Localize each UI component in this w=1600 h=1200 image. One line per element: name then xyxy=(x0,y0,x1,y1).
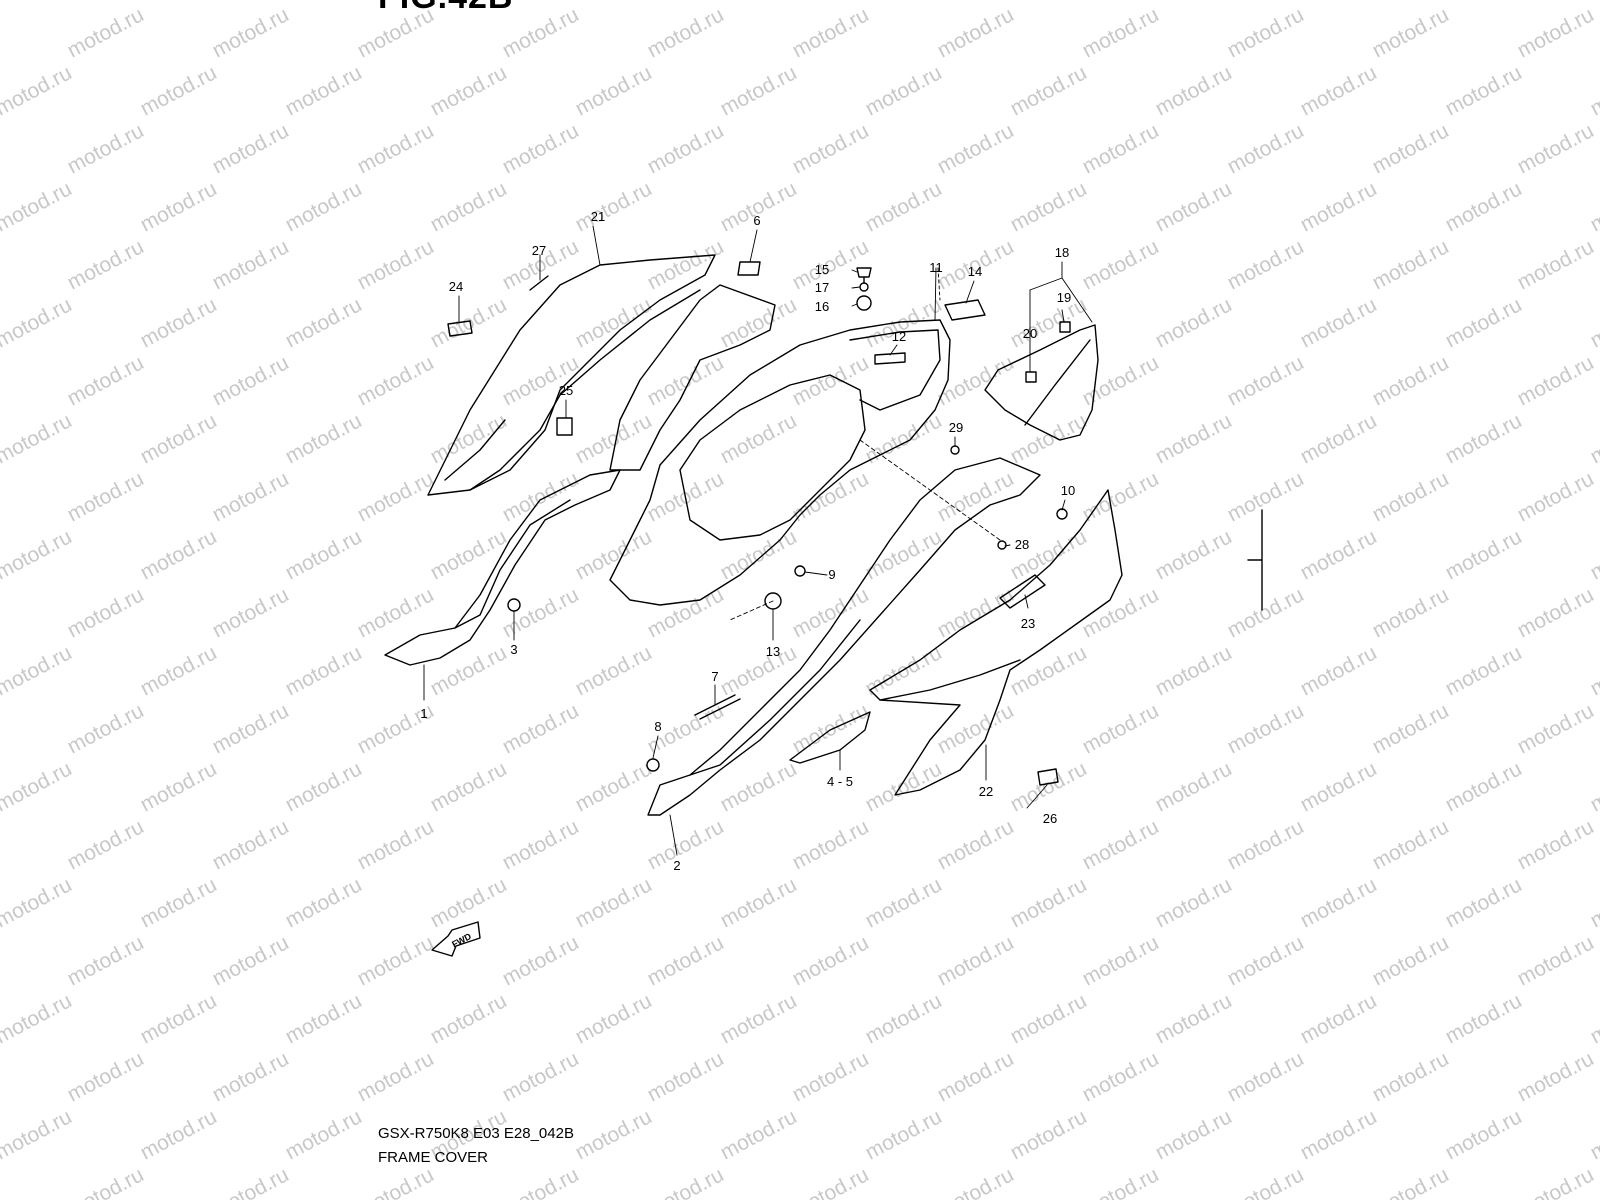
part-label-p20[interactable]: 20 xyxy=(1023,326,1037,341)
inner-bracket xyxy=(609,284,776,471)
part-label-p21[interactable]: 21 xyxy=(591,209,605,224)
part-label-p25[interactable]: 25 xyxy=(559,383,573,398)
fwd-arrow-icon xyxy=(431,921,481,957)
part-label-p6[interactable]: 6 xyxy=(753,213,760,228)
figure-code: GSX-R750K8 E03 E28_042B xyxy=(378,1125,574,1142)
part-10-nut[interactable] xyxy=(1056,508,1068,520)
figure-title: FIG.42B xyxy=(378,0,513,17)
part-16-cushion[interactable] xyxy=(856,295,872,311)
part-22-inner-curve xyxy=(879,659,1021,701)
part-29-screw[interactable] xyxy=(950,445,960,455)
leader-lines xyxy=(423,225,1093,856)
part-45-cushion-pad[interactable] xyxy=(789,711,871,764)
part-label-p8[interactable]: 8 xyxy=(654,719,661,734)
figure-name: FRAME COVER xyxy=(378,1149,489,1166)
part-11-seat-tail-cover[interactable] xyxy=(609,319,951,606)
part-1-left-lower-cover[interactable] xyxy=(384,469,621,666)
part-label-p19[interactable]: 19 xyxy=(1057,290,1071,305)
part-11-rear-hump xyxy=(849,329,941,411)
part-8-grommet[interactable] xyxy=(646,758,660,772)
part-label-p9[interactable]: 9 xyxy=(828,567,835,582)
part-label-p26[interactable]: 26 xyxy=(1043,811,1057,826)
part-label-p16[interactable]: 16 xyxy=(815,299,829,314)
part-label-p27[interactable]: 27 xyxy=(532,243,546,258)
part-label-p13[interactable]: 13 xyxy=(766,644,780,659)
part-15-bolt[interactable] xyxy=(856,267,872,284)
part-13-grommet[interactable] xyxy=(764,592,782,610)
part-label-p45[interactable]: 4 - 5 xyxy=(827,774,853,789)
scale-bracket xyxy=(1247,509,1263,611)
part-label-p17[interactable]: 17 xyxy=(815,280,829,295)
part-12-emblem[interactable] xyxy=(874,352,906,365)
part-1-inner-edge xyxy=(454,499,571,629)
part-label-p15[interactable]: 15 xyxy=(815,262,829,277)
part-22-right-side-cover[interactable] xyxy=(869,489,1123,796)
part-label-p1[interactable]: 1 xyxy=(420,706,427,721)
part-label-p2[interactable]: 2 xyxy=(673,858,680,873)
part-27-strip[interactable] xyxy=(529,275,549,291)
part-2-inner-edge xyxy=(689,619,861,776)
part-21-seam xyxy=(444,419,506,481)
part-label-p18[interactable]: 18 xyxy=(1055,245,1069,260)
part-label-p10[interactable]: 10 xyxy=(1061,483,1075,498)
part-28-screw[interactable] xyxy=(997,540,1007,550)
part-14-cushion[interactable] xyxy=(944,299,986,321)
part-17-washer[interactable] xyxy=(859,282,869,292)
part-18-stripe xyxy=(1024,339,1091,426)
part-label-p28[interactable]: 28 xyxy=(1015,537,1029,552)
part-11-seat-opening xyxy=(679,374,866,541)
part-21-inner-edge xyxy=(469,289,701,491)
part-label-p14[interactable]: 14 xyxy=(968,264,982,279)
part-label-p12[interactable]: 12 xyxy=(892,329,906,344)
part-7-strip[interactable] xyxy=(694,694,741,720)
part-label-p22[interactable]: 22 xyxy=(979,784,993,799)
part-3-cushion[interactable] xyxy=(507,598,521,612)
part-label-p11[interactable]: 11 xyxy=(929,260,943,275)
part-label-p3[interactable]: 3 xyxy=(510,642,517,657)
part-label-p7[interactable]: 7 xyxy=(711,669,718,684)
part-23-emblem[interactable] xyxy=(999,574,1046,609)
part-label-p23[interactable]: 23 xyxy=(1021,616,1035,631)
part-24-cushion[interactable] xyxy=(447,320,473,337)
part-label-p24[interactable]: 24 xyxy=(449,279,463,294)
part-9-screw[interactable] xyxy=(794,565,806,577)
part-6-cushion[interactable] xyxy=(737,261,761,276)
part-25-cushion[interactable] xyxy=(556,417,573,436)
part-19-nut[interactable] xyxy=(1059,321,1071,333)
part-20-cushion[interactable] xyxy=(1025,371,1037,383)
part-21-left-frame-cover[interactable] xyxy=(427,254,716,496)
part-2-right-lower-cover[interactable] xyxy=(647,457,1041,816)
part-18-cover-set[interactable] xyxy=(984,324,1099,441)
part-26-cushion[interactable] xyxy=(1037,768,1059,786)
part-label-p29[interactable]: 29 xyxy=(949,420,963,435)
